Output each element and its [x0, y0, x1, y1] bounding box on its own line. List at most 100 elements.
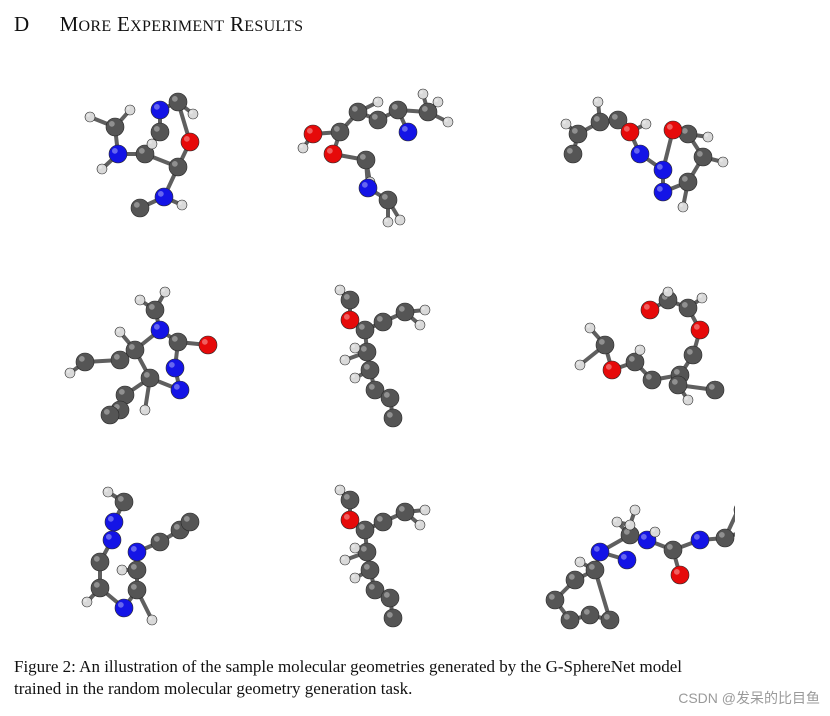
atom-highlight [93, 555, 100, 562]
atom-highlight [398, 505, 405, 512]
atom-o [640, 300, 660, 320]
atom-highlight [645, 373, 652, 380]
molecule-8 [305, 470, 505, 650]
atom-n [108, 144, 128, 164]
atom-highlight [681, 127, 688, 134]
atom-h [159, 286, 171, 298]
atom-n [653, 160, 673, 180]
atom-highlight [343, 293, 350, 300]
atom-c [580, 605, 600, 625]
atom-highlight [696, 150, 703, 157]
atom-highlight [126, 106, 130, 110]
atom-highlight [583, 608, 590, 615]
atom-highlight [704, 133, 708, 137]
atom-highlight [108, 120, 115, 127]
atom-highlight [161, 288, 165, 292]
atom-h [84, 111, 96, 123]
atom-highlight [633, 147, 640, 154]
atom-c [383, 408, 403, 428]
atom-h [574, 556, 586, 568]
atom-o [620, 122, 640, 142]
caption-line-1: Figure 2: An illustration of the sample … [14, 657, 683, 676]
atom-h [624, 519, 636, 531]
atom-highlight [336, 486, 340, 490]
atom-highlight [421, 105, 428, 112]
atom-c [380, 388, 400, 408]
atom-o [663, 120, 683, 140]
atom-highlight [416, 321, 420, 325]
atom-c [600, 610, 620, 630]
molecule-4 [50, 270, 250, 450]
atom-highlight [384, 218, 388, 222]
atom-c [365, 580, 385, 600]
atom-highlight [116, 328, 120, 332]
atom-c [150, 532, 170, 552]
atom-o [340, 510, 360, 530]
atom-n [358, 178, 378, 198]
atom-highlight [358, 523, 365, 530]
atom-highlight [421, 506, 425, 510]
atom-n [170, 380, 190, 400]
molecule-7 [62, 470, 262, 650]
atom-highlight [178, 201, 182, 205]
atom-h [696, 292, 708, 304]
atom-highlight [656, 185, 663, 192]
atom-h [114, 326, 126, 338]
atom-c [355, 520, 375, 540]
atom-c [705, 380, 725, 400]
atom-highlight [548, 593, 555, 600]
molecule-figure-grid [0, 60, 830, 650]
atom-c [348, 102, 368, 122]
atom-c [330, 122, 350, 142]
atom-highlight [416, 521, 420, 525]
atom-highlight [603, 613, 610, 620]
molecule-5 [305, 270, 505, 450]
atom-c [360, 360, 380, 380]
atom-highlight [681, 301, 688, 308]
atom-highlight [593, 545, 600, 552]
atom-c [388, 100, 408, 120]
atom-highlight [576, 558, 580, 562]
atom-highlight [673, 568, 680, 575]
atom-highlight [444, 118, 448, 122]
molecule-1 [60, 72, 260, 252]
atom-n [630, 144, 650, 164]
atom-o [602, 360, 622, 380]
atom-n [690, 530, 710, 550]
atom-highlight [673, 368, 680, 375]
atom-c [678, 172, 698, 192]
atom-h [702, 131, 714, 143]
atom-n [590, 542, 610, 562]
atom-highlight [693, 533, 700, 540]
atom-highlight [136, 296, 140, 300]
atom-c [168, 92, 188, 112]
atom-n [114, 598, 134, 618]
atom-o [198, 335, 218, 355]
atom-h [339, 554, 351, 566]
atom-h [334, 484, 346, 496]
atom-h [64, 367, 76, 379]
atom-h [96, 163, 108, 175]
caption-line-2: trained in the random molecular geometry… [14, 679, 413, 698]
atom-highlight [656, 163, 663, 170]
atom-highlight [128, 343, 135, 350]
atom-highlight [360, 345, 367, 352]
atom-highlight [153, 323, 160, 330]
atom-highlight [681, 175, 688, 182]
atom-highlight [360, 545, 367, 552]
atom-h [176, 199, 188, 211]
atom-highlight [189, 110, 193, 114]
atom-n [102, 530, 122, 550]
atom-highlight [361, 181, 368, 188]
atom-h [560, 118, 572, 130]
atom-c [90, 552, 110, 572]
atom-highlight [183, 515, 190, 522]
atom-highlight [391, 103, 398, 110]
atom-h [349, 542, 361, 554]
atom-c [125, 340, 145, 360]
atom-o [180, 132, 200, 152]
atom-h [297, 142, 309, 154]
atom-highlight [383, 391, 390, 398]
atom-highlight [153, 103, 160, 110]
atom-highlight [171, 160, 178, 167]
